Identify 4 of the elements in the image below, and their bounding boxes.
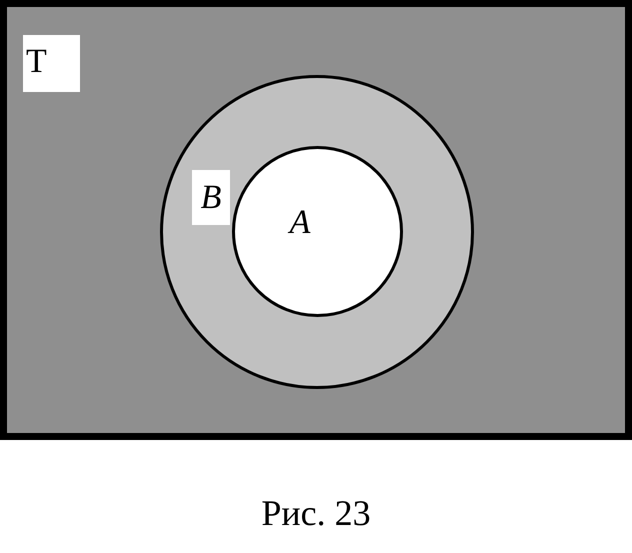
set-label: A bbox=[286, 203, 312, 243]
caption: Рис. 23 bbox=[261, 492, 371, 534]
set-label: T bbox=[23, 35, 80, 92]
set-label: B bbox=[192, 170, 230, 225]
